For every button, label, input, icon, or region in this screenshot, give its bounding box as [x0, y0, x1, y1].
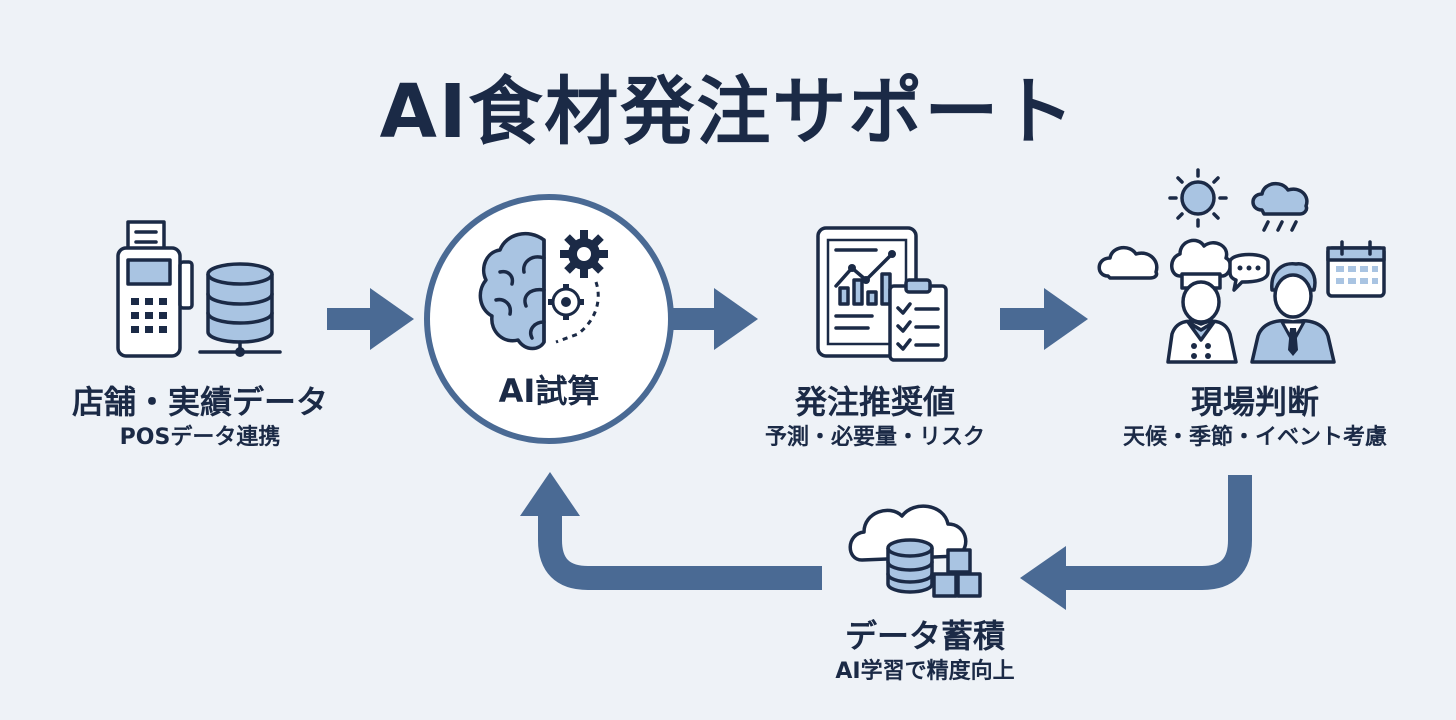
pos-terminal-icon [116, 220, 194, 358]
node-field: 現場判断 天候・季節・イベント考慮 [1100, 382, 1410, 452]
ai-title: AI試算 [498, 372, 600, 410]
node-data: データ蓄積 AI学習で精度向上 [800, 616, 1050, 686]
page-title: AI食材発注サポート [379, 69, 1077, 155]
field-subtitle: 天候・季節・イベント考慮 [1122, 425, 1387, 450]
calendar-icon [1326, 240, 1386, 298]
arrow-store-to-ai [327, 288, 414, 350]
arrow-ai-to-order [672, 288, 758, 350]
chef-icon [1166, 238, 1238, 364]
node-order: 発注推奨値 予測・必要量・リスク [740, 382, 1010, 452]
checklist-icon [888, 278, 948, 362]
speech-bubble-icon [1228, 252, 1270, 292]
arrow-order-to-field [1000, 288, 1088, 350]
brain-gear-icon [478, 230, 608, 351]
businessman-icon [1250, 261, 1336, 364]
node-store: 店舗・実績データ POSデータ連携 [60, 382, 340, 452]
data-subtitle: AI学習で精度向上 [835, 659, 1015, 684]
store-title: 店舗・実績データ [71, 383, 328, 421]
cloud-icon [1097, 245, 1159, 280]
arrow-field-to-data [1020, 475, 1252, 610]
arrow-data-to-ai [520, 472, 822, 590]
database-icon [198, 262, 282, 357]
order-title: 発注推奨値 [794, 383, 955, 421]
order-subtitle: 予測・必要量・リスク [764, 425, 985, 450]
field-title: 現場判断 [1190, 383, 1319, 421]
cloud-database-icon [848, 504, 982, 598]
rain-cloud-icon [1251, 181, 1309, 232]
store-subtitle: POSデータ連携 [119, 425, 281, 450]
data-title: データ蓄積 [844, 617, 1005, 655]
sun-icon [1168, 168, 1228, 228]
